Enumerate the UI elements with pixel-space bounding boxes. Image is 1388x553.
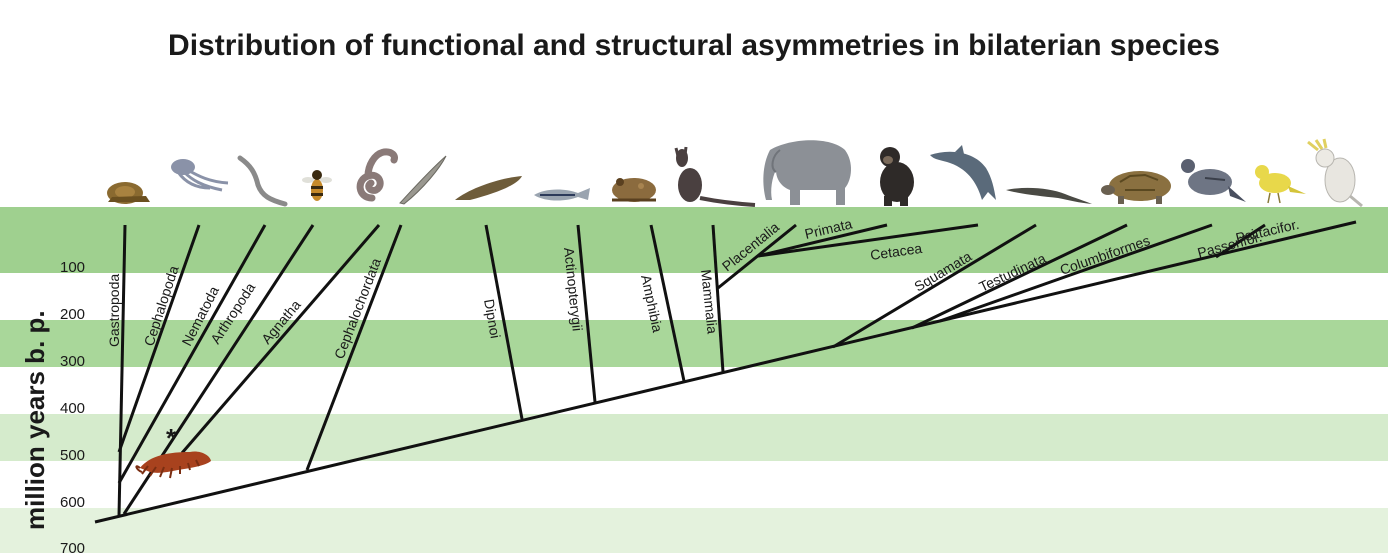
lamprey-icon xyxy=(356,148,398,202)
branch-cephalochordata xyxy=(305,224,403,471)
bee-icon xyxy=(302,170,332,201)
branch-columbiformes xyxy=(939,223,1213,323)
wallaby-icon xyxy=(674,146,756,207)
band-200-300 xyxy=(0,320,1388,367)
branch-mammalia xyxy=(711,224,725,373)
branch-agnatha xyxy=(180,224,381,454)
figure-title: Distribution of functional and structura… xyxy=(168,29,1220,62)
tick-label: 500 xyxy=(60,447,85,464)
lungfish-icon xyxy=(455,176,522,200)
branch-primata xyxy=(757,223,888,258)
tree-branches xyxy=(94,220,1357,524)
tick-label: 200 xyxy=(60,306,85,323)
canary-icon xyxy=(1255,165,1306,204)
taxon-label: Cetacea xyxy=(869,240,923,263)
branch-trunk xyxy=(94,220,1357,524)
toad-icon xyxy=(612,178,656,202)
lizard-icon xyxy=(1006,187,1092,204)
branch-dipnoi xyxy=(484,224,524,420)
taxon-label: Gastropoda xyxy=(106,274,122,347)
branch-squamata xyxy=(832,223,1037,349)
branch-testudinata xyxy=(911,223,1128,330)
cockatoo-icon xyxy=(1307,138,1363,208)
fossil-arthropod-icon xyxy=(135,451,211,479)
snail-icon xyxy=(107,182,150,204)
tick-label: 400 xyxy=(60,400,85,417)
branch-actinopterygii xyxy=(576,224,597,403)
pigeon-icon xyxy=(1181,159,1246,202)
tick-label: 100 xyxy=(60,259,85,276)
branch-placentalia xyxy=(717,223,797,290)
y-axis-ticks: 100 200 300 400 500 600 700 xyxy=(60,259,85,553)
branch-cephalopoda xyxy=(117,224,201,453)
zebrafish-icon xyxy=(534,188,590,201)
chimpanzee-icon xyxy=(880,147,914,206)
fossil-marker: * xyxy=(166,423,177,453)
band-0-100 xyxy=(0,207,1388,273)
lancelet-icon xyxy=(399,155,447,205)
y-axis-label: million years b. p. xyxy=(20,310,50,530)
squid-icon xyxy=(171,159,229,192)
branch-gastropoda xyxy=(117,224,127,517)
branch-amphibia xyxy=(649,224,686,382)
branch-cetacea xyxy=(757,223,979,258)
band-400-500 xyxy=(0,414,1388,461)
tick-label: 700 xyxy=(60,540,85,553)
tortoise-icon xyxy=(1101,171,1171,204)
tick-label: 300 xyxy=(60,353,85,370)
tick-label: 600 xyxy=(60,494,85,511)
band-600-700 xyxy=(0,508,1388,553)
branch-nematoda xyxy=(117,224,267,484)
elephant-icon xyxy=(763,140,852,205)
time-bands xyxy=(0,207,1388,553)
branch-passeriformes xyxy=(1215,223,1266,259)
dolphin-icon xyxy=(930,145,996,200)
worm-icon xyxy=(237,155,288,207)
taxon-label: Dipnoi xyxy=(481,298,504,340)
taxon-label: Mammalia xyxy=(698,269,721,335)
animal-icons xyxy=(107,138,1363,208)
